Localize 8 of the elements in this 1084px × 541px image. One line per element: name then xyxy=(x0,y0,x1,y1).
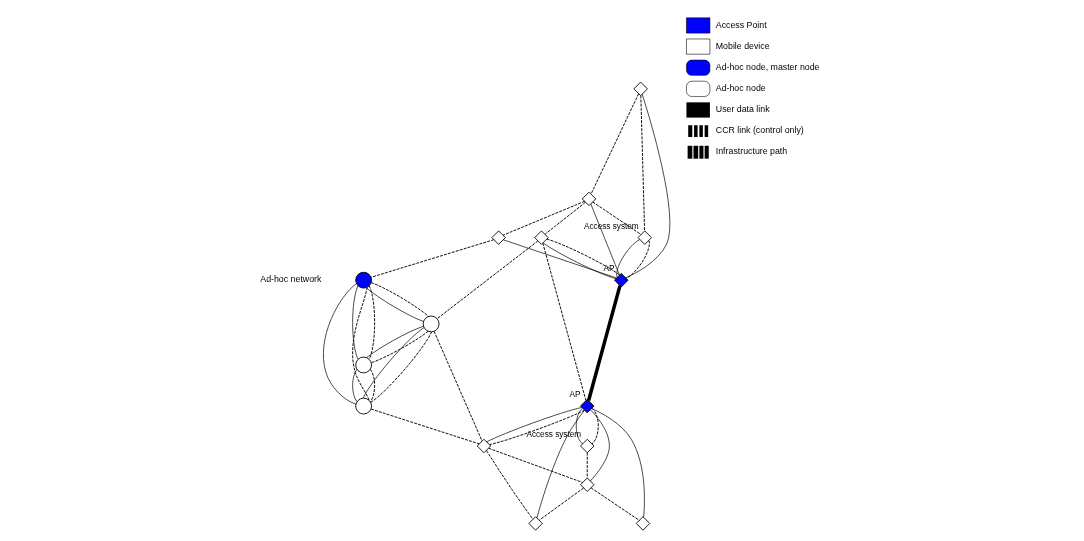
label: Ad-hoc network xyxy=(259,274,321,285)
legend-label: CCR link (control only) xyxy=(715,125,804,136)
legend-label: Ad-hoc node xyxy=(715,82,766,93)
legend-label: User data link xyxy=(715,104,770,115)
legend-label: Infrastructure path xyxy=(715,146,787,157)
legend-label: Access Point xyxy=(715,19,767,30)
legend-label: Ad-hoc node, master node xyxy=(715,61,819,72)
legend-label: Mobile device xyxy=(715,40,770,51)
